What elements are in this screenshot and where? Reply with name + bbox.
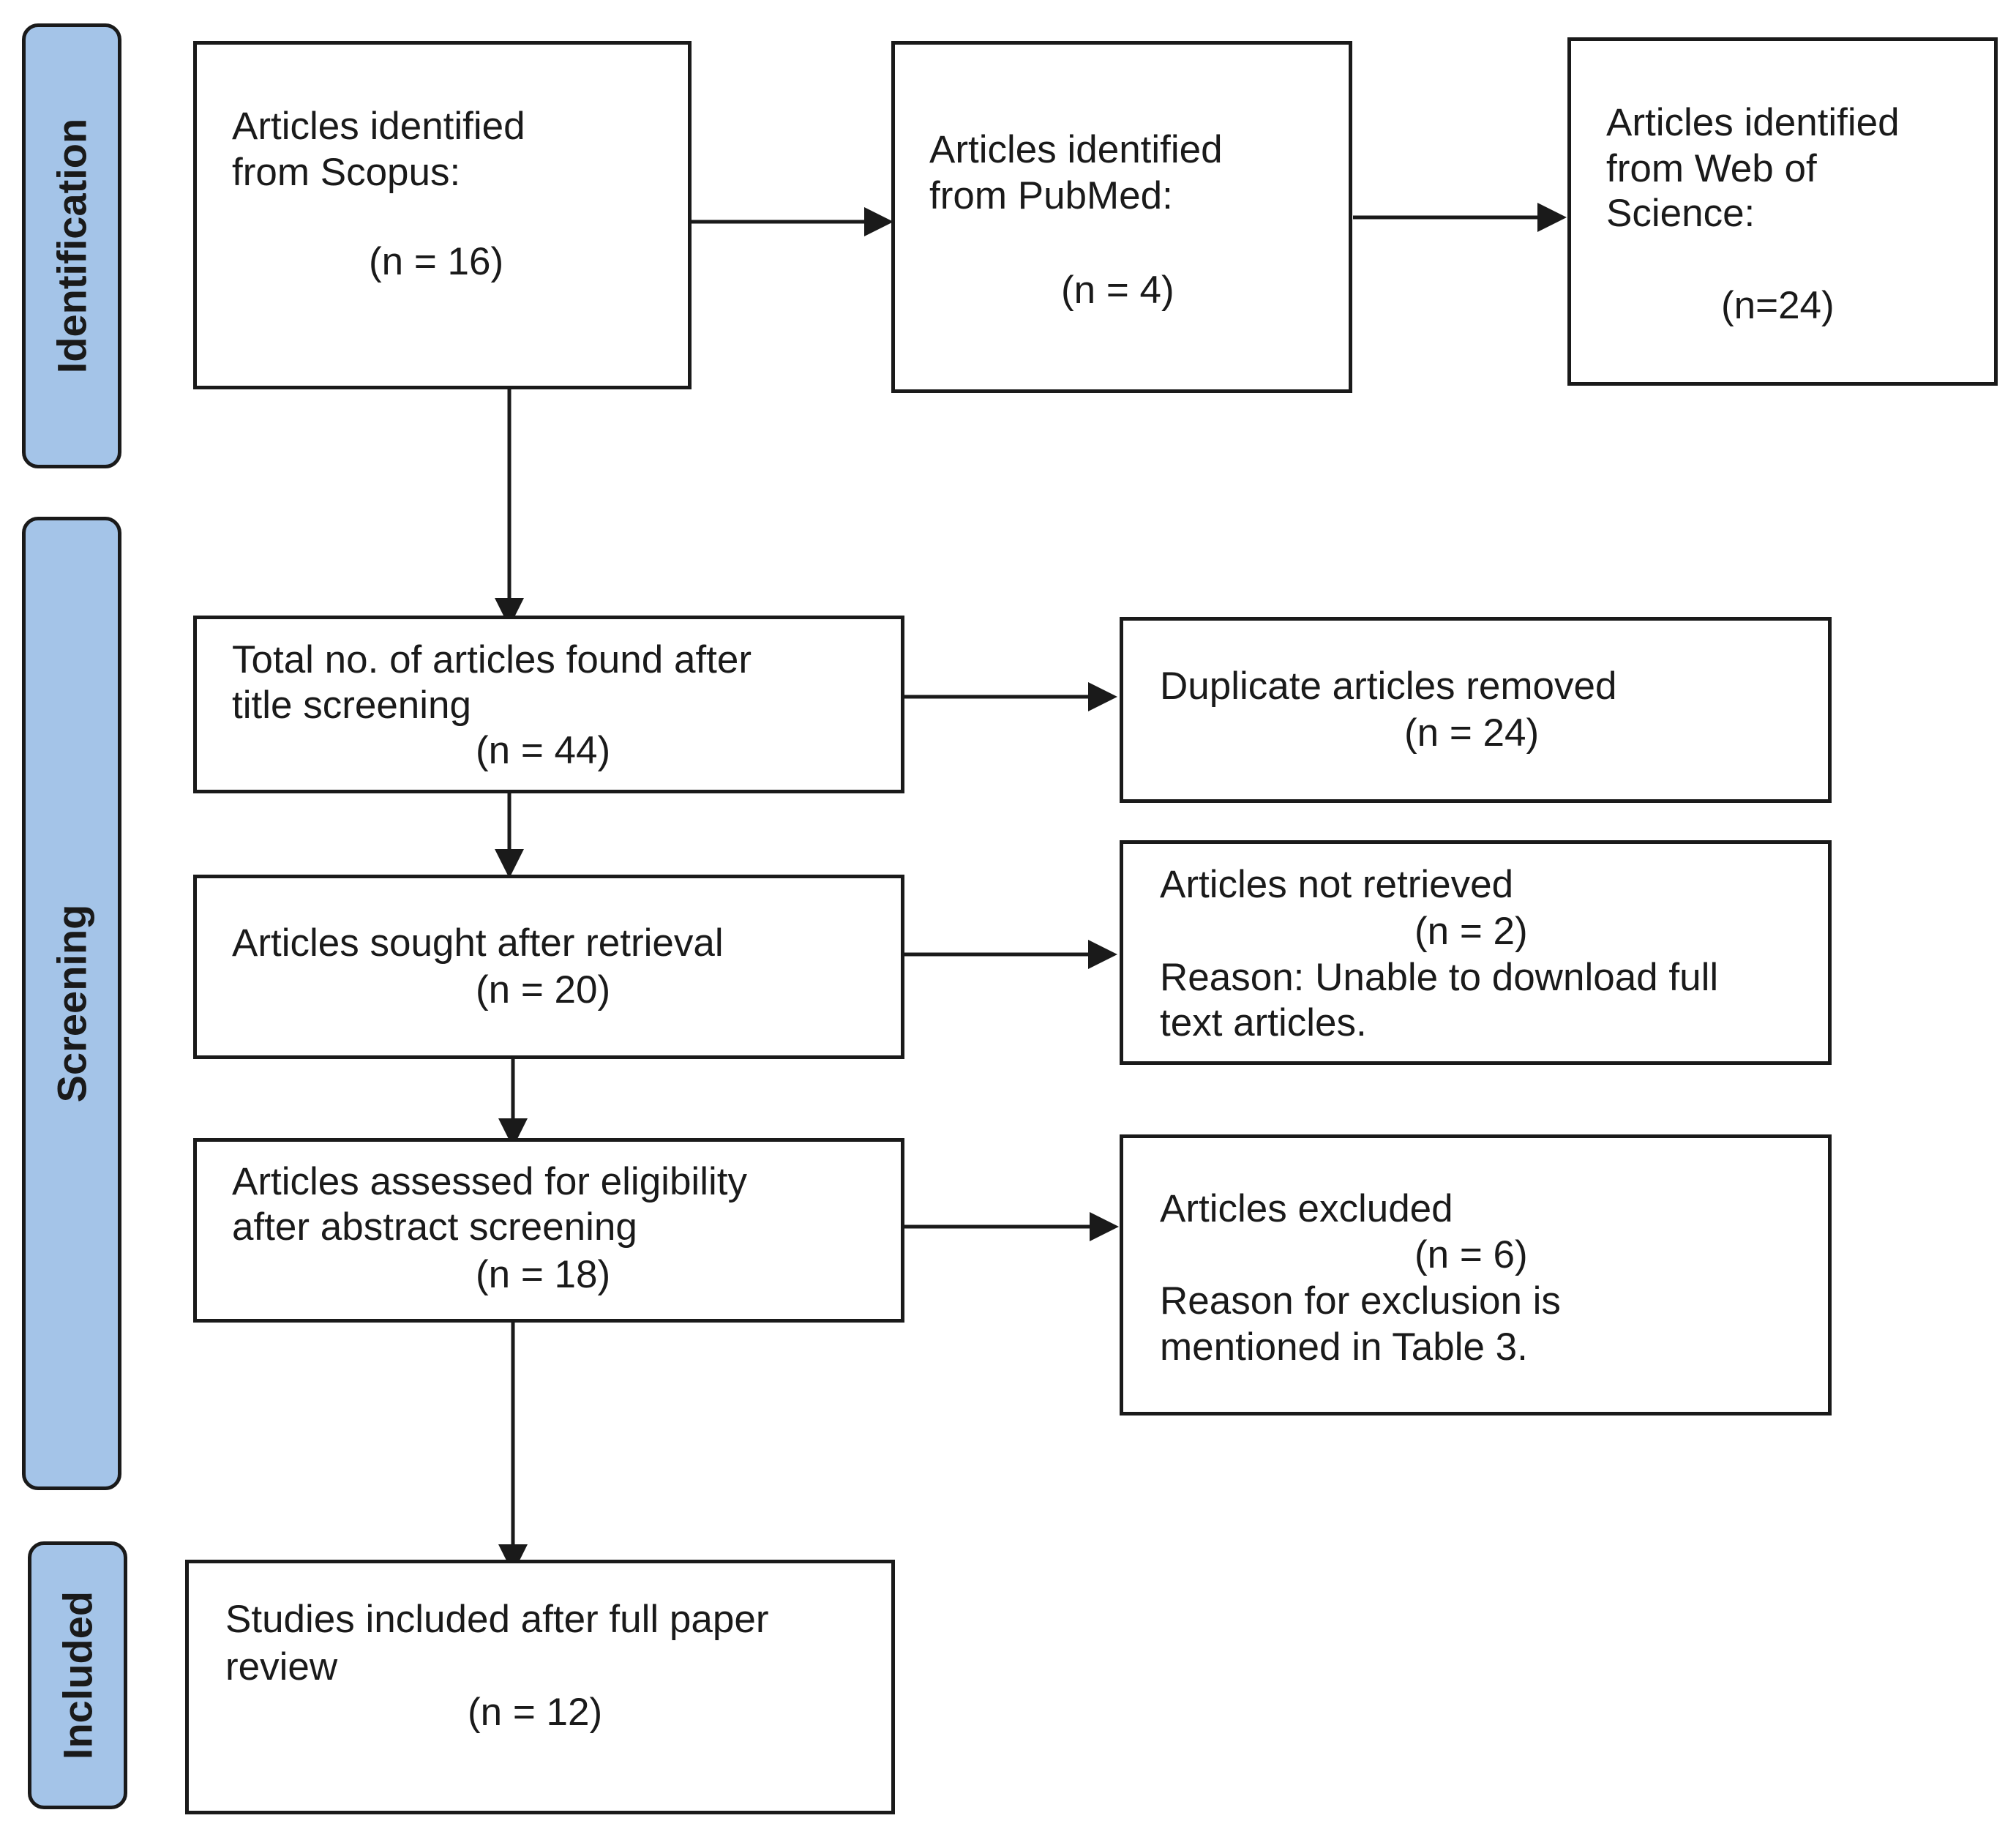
not-retrieved-count: (n = 2) [1414, 910, 1528, 953]
wos-line1: Articles identified [1606, 101, 1900, 144]
box-sought-after-retrieval: Articles sought after retrieval (n = 20) [193, 875, 904, 1059]
assessed-line2: after abstract screening [232, 1205, 637, 1249]
wos-line3: Science: [1606, 192, 1755, 235]
stage-identification: Identification [22, 23, 121, 468]
included-line2: review [225, 1645, 338, 1688]
duplicates-count: (n = 24) [1404, 711, 1540, 755]
total-line1: Total no. of articles found after [232, 638, 752, 681]
sought-line1: Articles sought after retrieval [232, 921, 724, 965]
scopus-count: (n = 16) [369, 240, 504, 283]
box-scopus: Articles identified from Scopus: (n = 16… [193, 41, 692, 389]
box-total-after-title-screening: Total no. of articles found after title … [193, 616, 904, 793]
not-retrieved-reason: Reason: Unable to download full [1160, 956, 1719, 999]
excluded-line1: Articles excluded [1160, 1187, 1453, 1230]
excluded-reason-cont: mentioned in Table 3. [1160, 1325, 1528, 1369]
box-articles-excluded: Articles excluded (n = 6) Reason for exc… [1120, 1134, 1832, 1415]
stage-included: Included [28, 1541, 127, 1809]
duplicates-line1: Duplicate articles removed [1160, 665, 1617, 708]
total-count: (n = 44) [476, 729, 611, 772]
included-count: (n = 12) [468, 1691, 603, 1734]
not-retrieved-reason-cont: text articles. [1160, 1001, 1367, 1044]
total-line2: title screening [232, 684, 472, 727]
stage-screening: Screening [22, 517, 121, 1490]
excluded-reason: Reason for exclusion is [1160, 1279, 1561, 1323]
box-studies-included: Studies included after full paper review… [185, 1560, 895, 1814]
box-not-retrieved: Articles not retrieved (n = 2) Reason: U… [1120, 840, 1832, 1065]
box-pubmed: Articles identified from PubMed: (n = 4) [891, 41, 1352, 393]
wos-line2: from Web of [1606, 147, 1817, 190]
excluded-count: (n = 6) [1414, 1233, 1528, 1276]
scopus-line1: Articles identified [232, 105, 525, 148]
pubmed-line1: Articles identified [929, 128, 1223, 171]
pubmed-line2: from PubMed: [929, 174, 1173, 217]
assessed-line1: Articles assessed for eligibility [232, 1160, 747, 1203]
scopus-line2: from Scopus: [232, 151, 461, 194]
box-web-of-science: Articles identified from Web of Science:… [1567, 37, 1998, 386]
box-assessed-for-eligibility: Articles assessed for eligibility after … [193, 1138, 904, 1323]
wos-count: (n=24) [1721, 284, 1835, 327]
pubmed-count: (n = 4) [1061, 269, 1174, 312]
not-retrieved-line1: Articles not retrieved [1160, 863, 1514, 906]
included-line1: Studies included after full paper [225, 1598, 769, 1641]
sought-count: (n = 20) [476, 968, 611, 1011]
assessed-count: (n = 18) [476, 1253, 611, 1296]
box-duplicates-removed: Duplicate articles removed (n = 24) [1120, 617, 1832, 803]
